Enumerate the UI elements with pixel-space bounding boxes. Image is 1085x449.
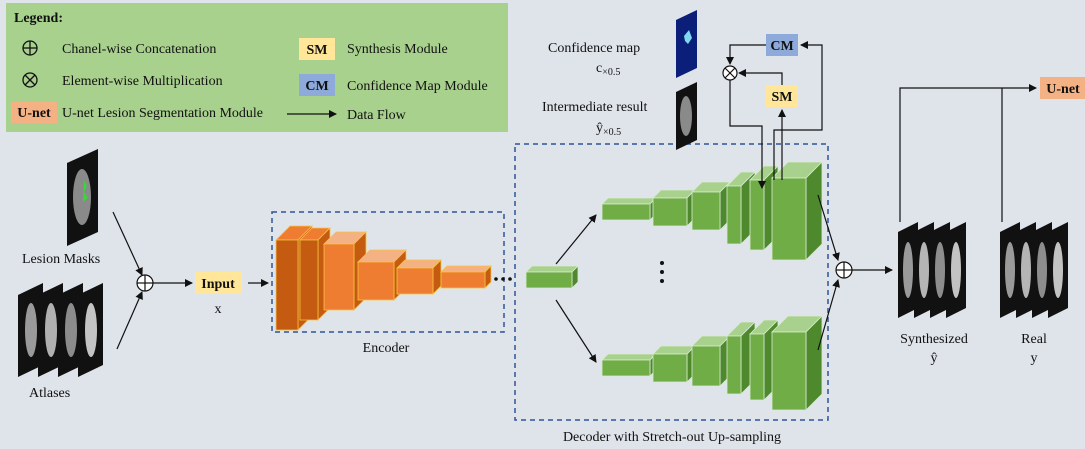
decoder-label: Decoder with Stretch-out Up-sampling xyxy=(563,430,781,445)
cm-to-multiply-arrow xyxy=(726,44,766,65)
input-badge xyxy=(195,272,242,294)
concat-symbol-icon xyxy=(22,40,38,56)
lesion-mask-image xyxy=(67,149,98,246)
decoder-blocks xyxy=(525,161,823,411)
output-concat-icon xyxy=(835,261,853,279)
intermediate-result-label: Intermediate result xyxy=(542,100,647,115)
sm-module-box xyxy=(766,85,798,107)
real-label: Real xyxy=(1021,332,1047,347)
encoder-label: Encoder xyxy=(363,341,410,356)
atlas-stack-image xyxy=(18,283,103,377)
legend-unet-badge xyxy=(11,102,57,123)
bottom-branch-block-1 xyxy=(601,353,657,377)
cm-module-box xyxy=(766,34,798,56)
bottom-branch-block-6 xyxy=(771,315,823,411)
legend-cm-badge xyxy=(299,74,335,96)
intermediate-result-image xyxy=(676,82,697,150)
legend: Legend: Chanel-wise Concatenation Elemen… xyxy=(6,3,508,132)
synthesized-var: ŷ xyxy=(931,351,938,366)
input-var-label: x xyxy=(215,302,222,317)
bottleneck-block xyxy=(525,265,579,289)
encoder-blocks xyxy=(275,225,492,331)
legend-concat-label: Chanel-wise Concatenation xyxy=(62,42,216,57)
encoder-ellipsis-icon xyxy=(494,277,512,281)
synth-to-unet-arrow xyxy=(899,84,1037,222)
encoder-block-5 xyxy=(396,259,442,295)
confidence-map-symbol: c×0.5 xyxy=(596,61,620,78)
output-unet-badge-text: U-net xyxy=(1046,82,1080,97)
legend-cm-badge-text: CM xyxy=(305,79,328,94)
legend-sm-badge xyxy=(299,38,335,60)
bottleneck-to-bottom-branch-arrow xyxy=(555,299,597,363)
input-badge-text: Input xyxy=(201,277,235,292)
encoder-block-6 xyxy=(440,265,492,289)
legend-mult-label: Element-wise Multiplication xyxy=(62,74,223,89)
real-var: y xyxy=(1031,351,1038,366)
legend-cm-label: Confidence Map Module xyxy=(347,79,488,94)
multiply-node-icon xyxy=(722,65,738,81)
legend-unet-badge-text: U-net xyxy=(17,106,51,121)
multiply-to-decoder-arrow xyxy=(729,80,766,189)
synthesized-stack-image xyxy=(898,222,966,318)
atlases-label: Atlases xyxy=(29,386,70,401)
input-concat-icon xyxy=(136,274,154,292)
bottom-branch-to-concat-arrow xyxy=(817,279,840,351)
top-branch-to-concat-arrow xyxy=(817,194,840,261)
legend-box xyxy=(6,3,508,132)
confidence-map-image xyxy=(676,10,697,78)
sm-to-multiply-arrow xyxy=(738,69,783,85)
output-unet-badge xyxy=(1040,77,1085,99)
legend-sm-badge-text: SM xyxy=(307,43,328,58)
confidence-map-label: Confidence map xyxy=(548,41,640,56)
legend-flow-label: Data Flow xyxy=(347,108,407,123)
legend-sm-label: Synthesis Module xyxy=(347,42,448,57)
real-stack-image xyxy=(1000,222,1068,318)
decoder-to-cm-arrow xyxy=(773,41,823,180)
top-branch-block-1 xyxy=(601,197,657,221)
decoder-dashed-box xyxy=(514,143,829,421)
multiply-symbol-icon xyxy=(22,72,38,88)
synthesized-label: Synthesized xyxy=(900,332,968,347)
top-branch-block-2 xyxy=(652,189,696,227)
sm-module-text: SM xyxy=(772,90,793,105)
mask-to-concat-arrow xyxy=(112,211,143,276)
bottom-branch-block-3 xyxy=(691,335,731,387)
lesion-masks-label: Lesion Masks xyxy=(22,252,100,267)
bottleneck-to-top-branch-arrow xyxy=(555,214,597,265)
top-branch-block-6 xyxy=(771,161,823,261)
intermediate-result-symbol: ŷ×0.5 xyxy=(596,121,621,138)
encoder-dashed-box xyxy=(271,211,505,333)
vertical-ellipsis-icon xyxy=(660,261,664,283)
atlas-to-concat-arrow xyxy=(116,291,143,350)
bottom-branch-block-2 xyxy=(652,345,696,383)
legend-title: Legend: xyxy=(14,11,63,26)
cm-module-text: CM xyxy=(770,39,793,54)
top-branch-block-3 xyxy=(691,181,731,231)
legend-unet-label: U-net Lesion Segmentation Module xyxy=(62,106,263,121)
